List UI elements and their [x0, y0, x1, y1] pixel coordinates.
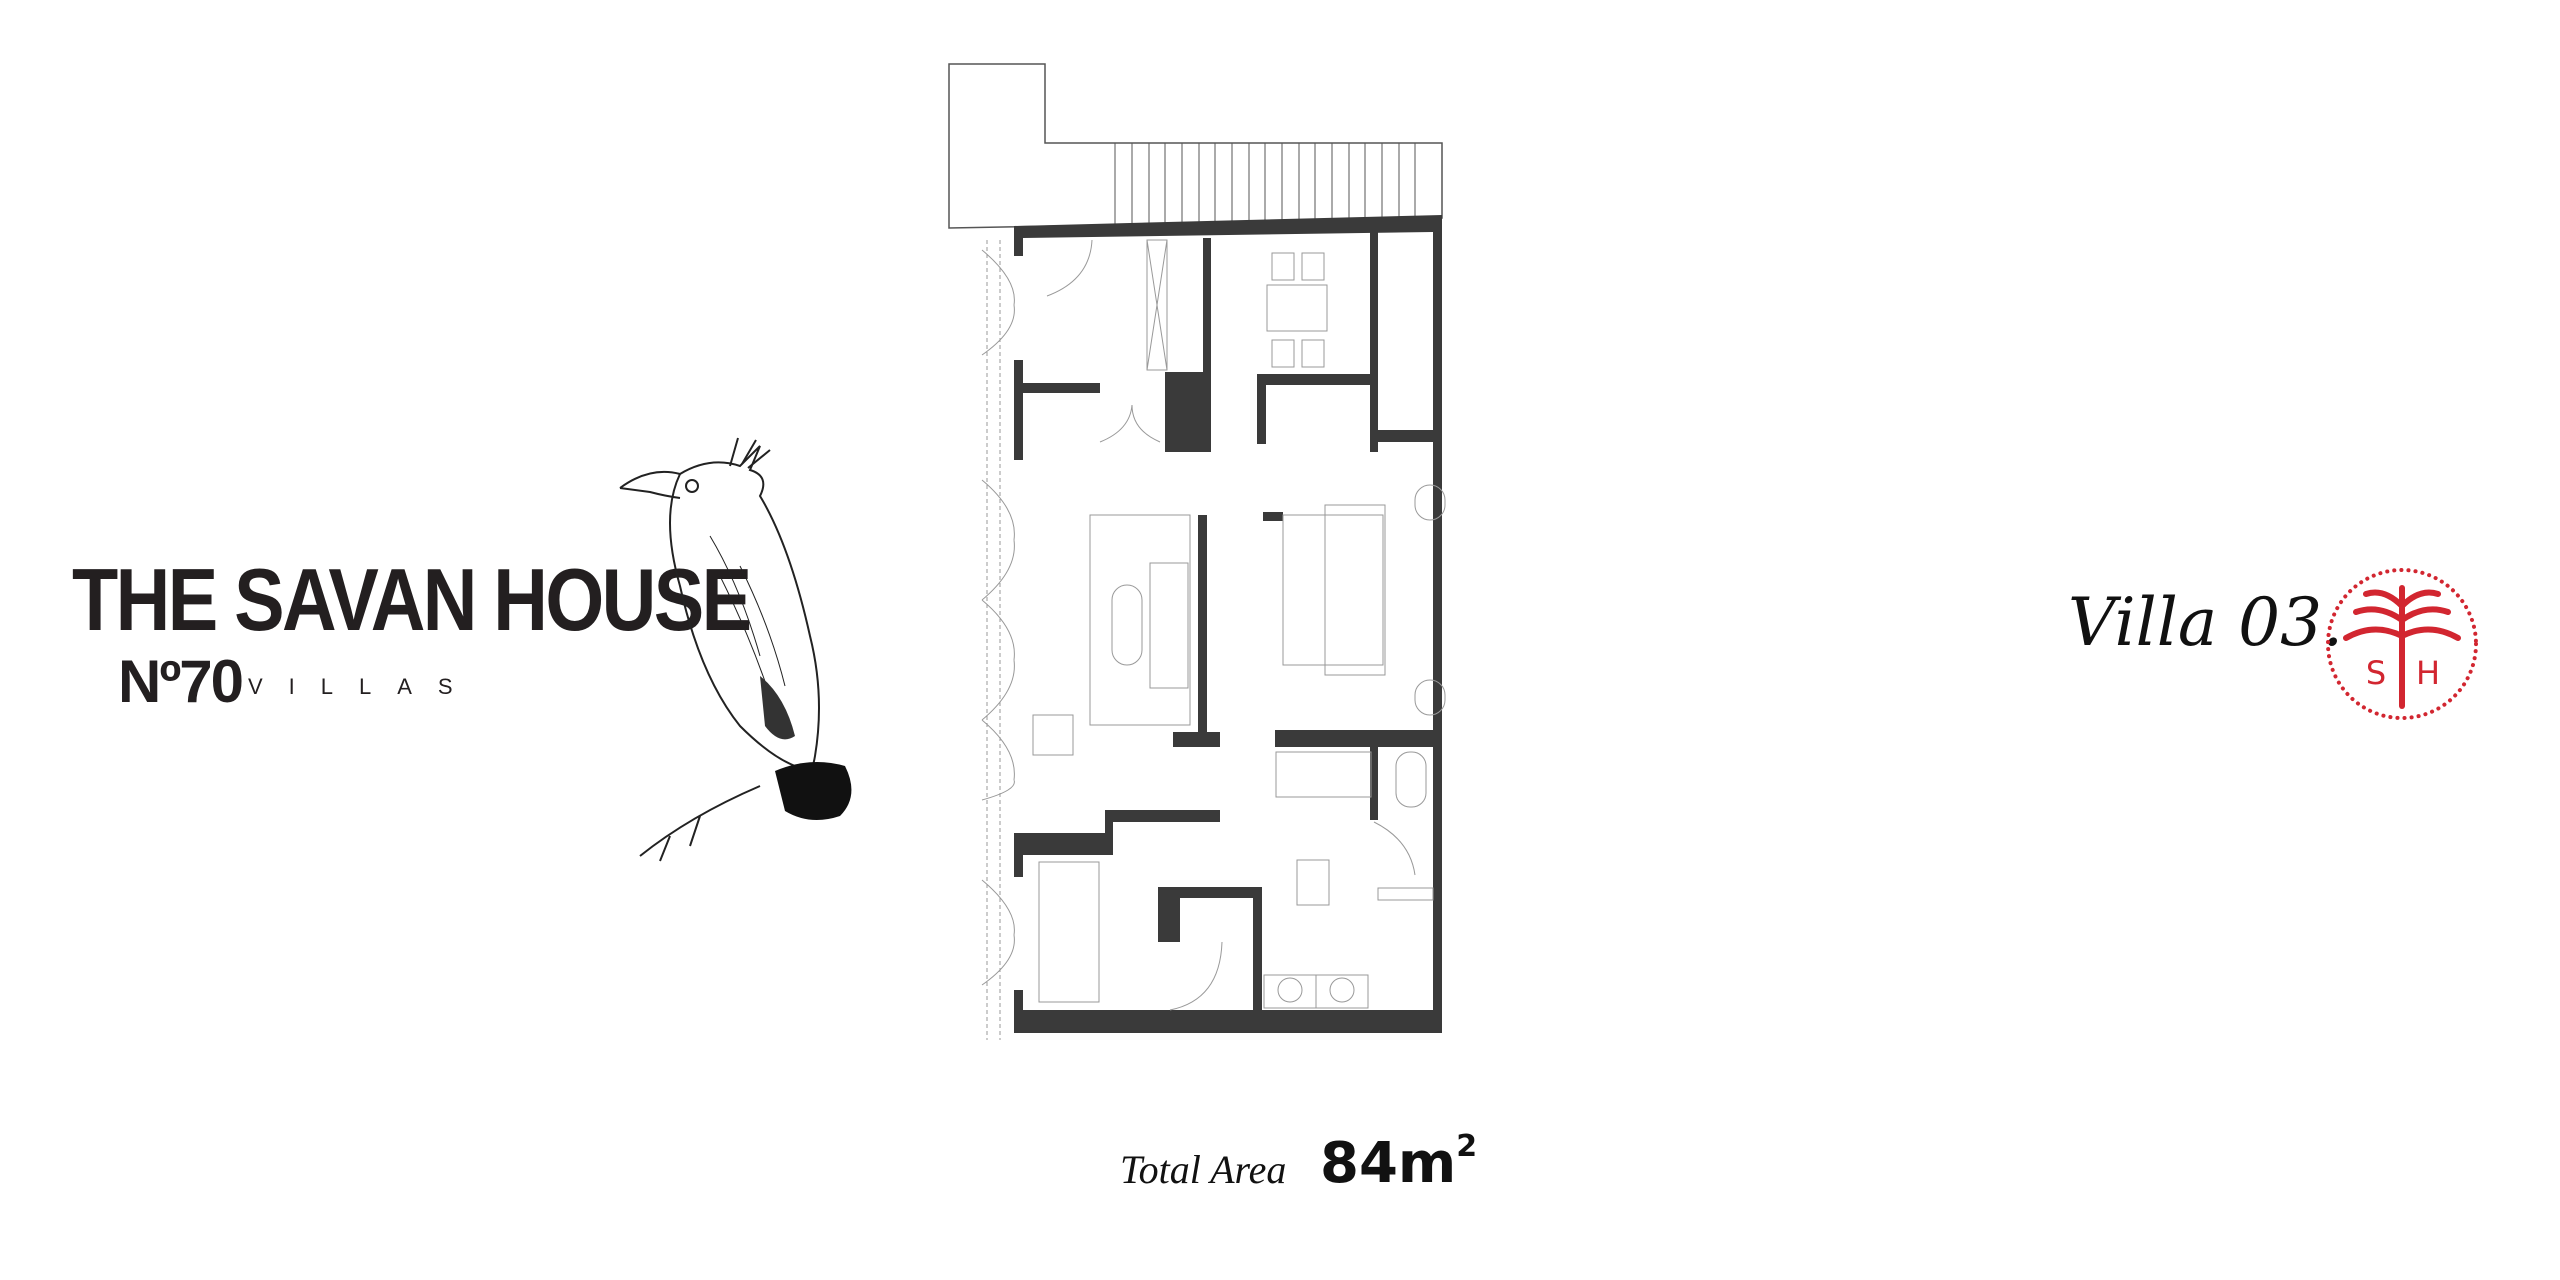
area-number: 84m	[1320, 1131, 1457, 1196]
seal-letter-s: S	[2366, 654, 2386, 692]
floor-plan	[948, 63, 1446, 1040]
terrace-outline	[948, 63, 1443, 229]
walls	[1014, 215, 1442, 1033]
deck-slats	[1114, 143, 1416, 225]
brand-title: THE SAVAN HOUSE	[72, 550, 752, 649]
furniture-and-doors	[981, 239, 1446, 1040]
total-area-value: 84m2	[1320, 1132, 1477, 1192]
villa-label: Villa 03.	[2068, 584, 2344, 661]
brand-number: Nº70	[118, 648, 244, 715]
brand-subtitle: VILLAS	[248, 674, 479, 699]
bird-sketch-icon	[619, 437, 852, 862]
palm-seal-logo-icon: S H	[2326, 568, 2478, 720]
seal-letter-h: H	[2416, 654, 2440, 692]
total-area-label: Total Area	[1120, 1147, 1287, 1192]
area-exponent: 2	[1456, 1129, 1478, 1164]
